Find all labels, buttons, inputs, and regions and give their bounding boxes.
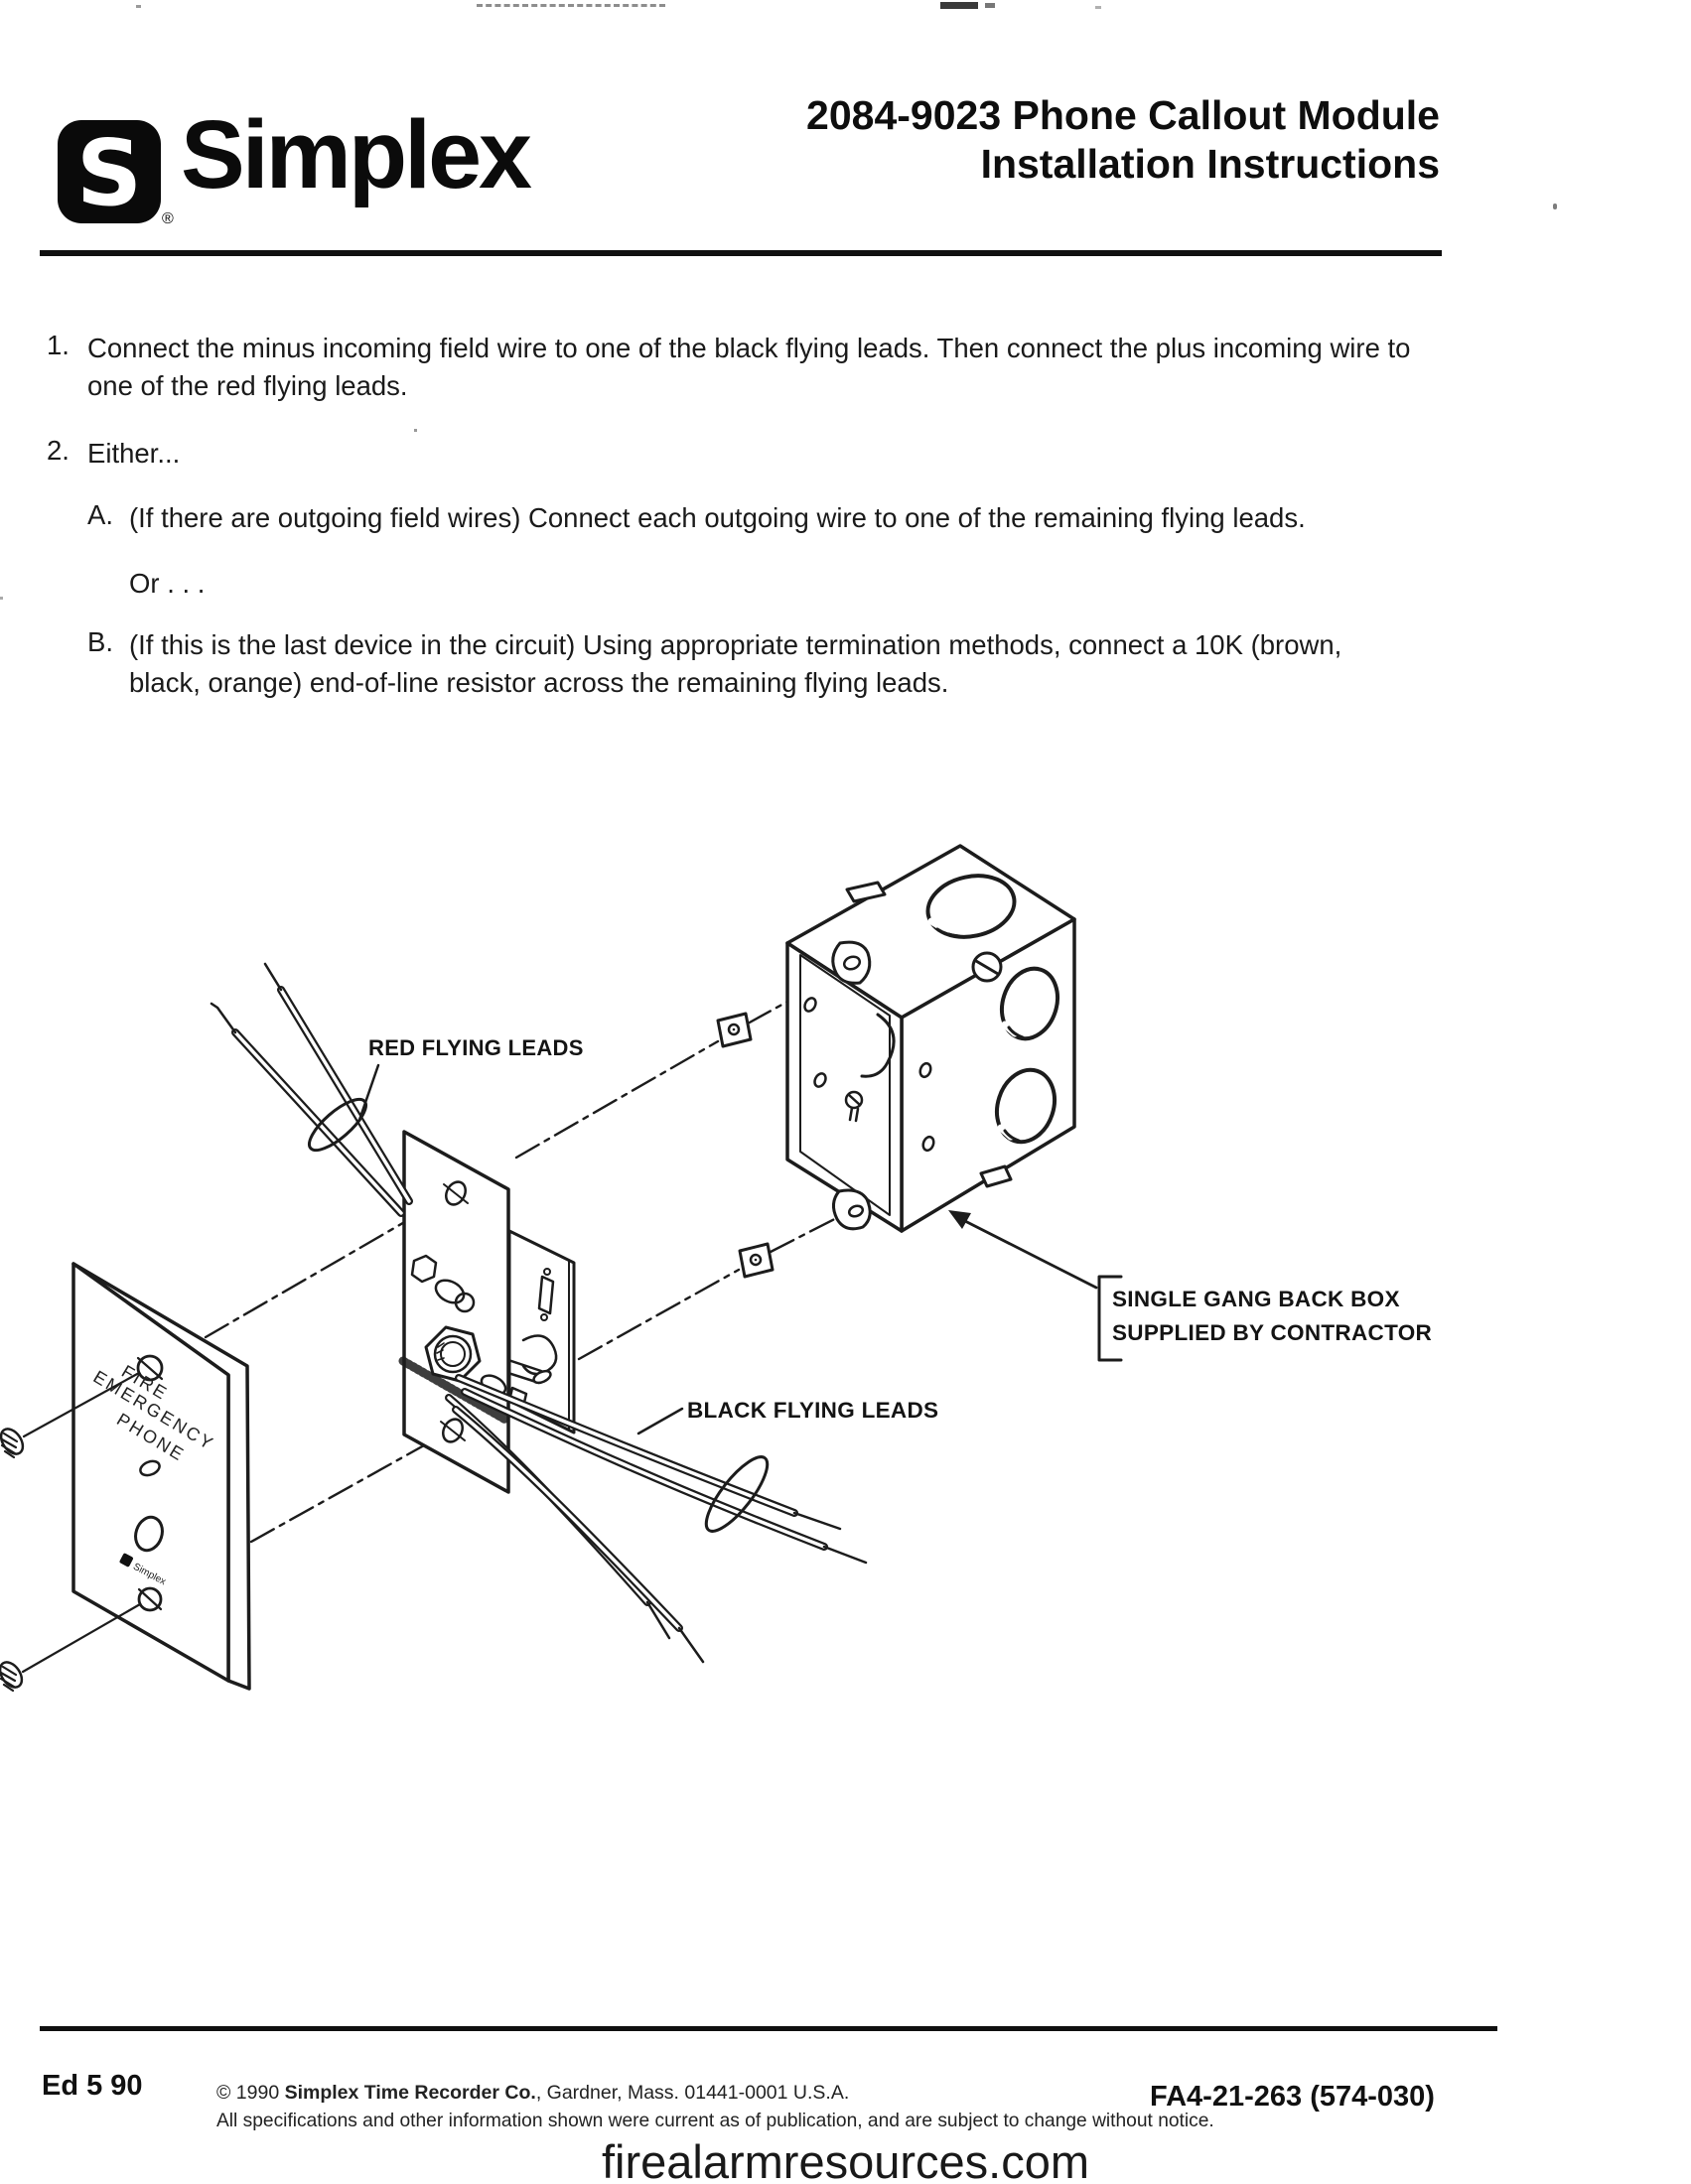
faceplate: FIRE EMERGENCY PHONE Simplex xyxy=(71,1262,251,1691)
back-box xyxy=(785,844,1076,1233)
itemB-letter: B. xyxy=(87,626,113,657)
registered-mark: ® xyxy=(162,210,174,227)
arrowhead xyxy=(948,1210,971,1229)
itemA-text: (If there are outgoing field wires) Conn… xyxy=(129,502,1306,533)
title-line-2: Installation Instructions xyxy=(980,141,1440,187)
scan-artifact xyxy=(940,2,978,9)
screw-leader-line xyxy=(21,1602,142,1674)
item2-text: Either... xyxy=(87,438,181,469)
itemA-letter: A. xyxy=(87,499,113,530)
back-box-callout xyxy=(948,1210,1123,1362)
faceplate-screws xyxy=(0,1371,142,1693)
part-number: FA4-21-263 (574-030) xyxy=(1150,2081,1435,2113)
red-leads-label: RED FLYING LEADS xyxy=(368,1035,584,1060)
svg-text:S: S xyxy=(76,120,142,226)
header-rule xyxy=(40,250,1442,256)
scan-artifact xyxy=(136,5,141,8)
scan-artifact xyxy=(414,429,417,432)
or-text: Or . . . xyxy=(129,568,206,599)
footer-rule xyxy=(40,2026,1497,2031)
scan-artifact xyxy=(1095,6,1101,9)
item1-number: 1. xyxy=(47,330,70,360)
itemB-text: (If this is the last device in the circu… xyxy=(129,629,1342,698)
copyright-prefix: © 1990 xyxy=(216,2082,285,2104)
mounting-screw-washers xyxy=(716,1012,775,1279)
copyright-rest: , Gardner, Mass. 01441-0001 U.S.A. xyxy=(535,2082,850,2104)
page-title: 2084-9023 Phone Callout Module Installat… xyxy=(806,91,1440,189)
notice-line: All specifications and other information… xyxy=(216,2111,1214,2131)
screw-leader-line xyxy=(22,1371,141,1438)
copyright-company: Simplex Time Recorder Co. xyxy=(284,2082,536,2104)
scan-artifact xyxy=(985,3,995,8)
black-leads-label: BLACK FLYING LEADS xyxy=(687,1398,938,1423)
exploded-view-diagram: FIRE EMERGENCY PHONE Simplex xyxy=(0,844,1432,1693)
scan-artifact xyxy=(1553,204,1557,209)
simplex-logo-icon: S xyxy=(58,120,161,226)
label-bracket xyxy=(1097,1275,1123,1362)
watermark: firealarmresources.com xyxy=(601,2135,1090,2184)
black-leads-leader-line xyxy=(636,1407,684,1435)
black-flying-leads xyxy=(445,1374,868,1664)
red-leads-leader-line xyxy=(357,1063,380,1122)
edition: Ed 5 90 xyxy=(42,2070,143,2102)
scan-artifact xyxy=(477,4,665,7)
copyright-line: © 1990 Simplex Time Recorder Co., Gardne… xyxy=(216,2082,849,2105)
item2-number: 2. xyxy=(47,435,70,466)
red-flying-leads xyxy=(210,962,413,1217)
item1-text: Connect the minus incoming field wire to… xyxy=(87,333,1411,401)
title-line-1: 2084-9023 Phone Callout Module xyxy=(806,92,1440,138)
back-box-label-line2: SUPPLIED BY CONTRACTOR xyxy=(1112,1320,1432,1345)
scan-artifact xyxy=(0,597,3,600)
back-box-label-line1: SINGLE GANG BACK BOX xyxy=(1112,1287,1400,1311)
brand-wordmark: Simplex xyxy=(181,100,532,208)
